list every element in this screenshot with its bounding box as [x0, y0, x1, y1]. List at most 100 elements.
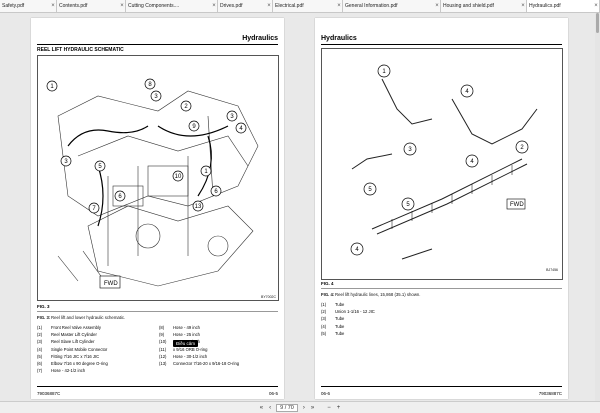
list-item-text: Hose - 49 inch: [173, 325, 200, 330]
list-item-text: Connector 7/16-20 x 9/16-18 O-ring: [173, 361, 240, 366]
pdf-page-right: Hydraulics: [315, 18, 568, 399]
divider: [37, 44, 278, 45]
svg-text:13: 13: [195, 204, 202, 210]
list-item-number: (2): [37, 332, 43, 338]
list-item-number: (6): [37, 361, 43, 366]
svg-text:10: 10: [175, 174, 182, 180]
list-item-number: (4): [321, 323, 327, 329]
divider: [321, 288, 562, 289]
svg-text:4: 4: [239, 126, 243, 132]
page-current: 9: [280, 404, 284, 411]
close-tab-icon[interactable]: ×: [337, 3, 341, 9]
list-item-text: Hose - 25 inch: [173, 332, 200, 338]
list-item-text: Reel Slave Lift Cylinder: [51, 339, 95, 345]
list-item-text: Elbow 7/16 x 90 degree O-ring: [51, 361, 108, 366]
svg-text:3: 3: [154, 94, 158, 100]
figure-code: BJ7456: [546, 268, 558, 272]
last-page-button[interactable]: »: [310, 404, 315, 411]
list-item-number: (1): [321, 302, 327, 307]
page-total: / 70: [284, 404, 294, 411]
svg-text:FWD: FWD: [104, 281, 118, 287]
list-item-number: (5): [321, 330, 327, 336]
pdf-page-left: Hydraulics REEL LIFT HYDRAULIC SCHEMATIC: [31, 18, 284, 399]
fig-desc: Reel lift and lower hydraulic schematic.: [51, 315, 126, 320]
svg-text:3: 3: [230, 114, 234, 120]
footer-doc-number: 79036887C: [538, 391, 562, 396]
close-tab-icon[interactable]: ×: [435, 3, 439, 9]
close-tab-icon[interactable]: ×: [51, 3, 55, 9]
tab-label: Contents.pdf: [59, 3, 88, 9]
next-page-button[interactable]: ›: [302, 404, 305, 411]
close-tab-icon[interactable]: ×: [521, 3, 525, 9]
zoom-in-button[interactable]: +: [336, 404, 341, 411]
list-item-text: Fitting 7/16 JIC x 7/16 JIC: [51, 353, 100, 359]
tab-label: Cutting Components....: [128, 3, 180, 9]
svg-text:2: 2: [520, 145, 524, 151]
list-item-text: Tube: [335, 330, 345, 336]
tab-6[interactable]: General Information.pdf ×: [343, 0, 441, 12]
tab-7[interactable]: Housing and shield.pdf ×: [441, 0, 527, 12]
tab-5[interactable]: Electrical.pdf ×: [273, 0, 343, 12]
list-item-number: (8): [159, 325, 165, 330]
close-tab-icon[interactable]: ×: [594, 3, 598, 9]
svg-text:8: 8: [148, 82, 152, 88]
list-item-number: (5): [37, 353, 43, 359]
svg-text:3: 3: [408, 147, 412, 153]
tab-8[interactable]: Hydraulics.pdf ×: [527, 0, 600, 12]
fig-desc-prefix: FIG. 4:: [321, 292, 335, 297]
figure-label: FIG. 4: [321, 281, 334, 286]
section-title: Hydraulics: [242, 35, 278, 42]
tab-3[interactable]: Cutting Components.... ×: [126, 0, 218, 12]
list-item-text: Tube: [335, 316, 345, 322]
tab-label: Hydraulics.pdf: [529, 3, 561, 9]
list-item-number: (1): [37, 325, 43, 330]
list-item-number: (7): [37, 368, 43, 374]
vertical-scrollbar[interactable]: [595, 13, 600, 402]
tab-label: General Information.pdf: [345, 3, 398, 9]
tab-label: Electrical.pdf: [275, 3, 304, 9]
svg-text:4: 4: [470, 159, 474, 165]
footer-page-number: 06-5: [268, 391, 278, 396]
footer-doc-number: 79036887C: [37, 391, 61, 396]
list-item-text: Tube: [335, 323, 345, 329]
svg-text:4: 4: [465, 89, 469, 95]
page-number-input[interactable]: 9 / 70: [276, 403, 298, 412]
close-tab-icon[interactable]: ×: [267, 3, 271, 9]
list-item-number: (2): [321, 309, 327, 315]
footer-page-number: 06-6: [321, 391, 331, 396]
svg-text:1: 1: [382, 69, 386, 75]
scroll-thumb[interactable]: [596, 13, 599, 33]
tab-2[interactable]: Contents.pdf ×: [57, 0, 126, 12]
list-item-number: (9): [159, 332, 165, 338]
tab-1[interactable]: Safety.pdf×: [0, 0, 57, 12]
svg-text:2: 2: [184, 104, 188, 110]
list-item-text: Tube: [335, 302, 345, 307]
list-item-number: (12): [159, 353, 167, 359]
tab-label: Housing and shield.pdf: [443, 3, 494, 9]
figure-code: BY7002C: [261, 295, 276, 299]
svg-text:3: 3: [64, 159, 68, 165]
svg-text:9: 9: [192, 124, 196, 130]
prev-page-button[interactable]: ‹: [269, 404, 272, 411]
close-tab-icon[interactable]: ×: [120, 3, 124, 9]
svg-text:FWD: FWD: [510, 202, 524, 208]
tab-4[interactable]: Drives.pdf×: [218, 0, 273, 12]
close-tab-icon[interactable]: ×: [212, 3, 216, 9]
figure-caption: REEL LIFT HYDRAULIC SCHEMATIC: [37, 47, 124, 53]
svg-text:5: 5: [98, 164, 102, 170]
list-item-text: Hose - 42-1/2 inch: [51, 368, 86, 374]
svg-text:1: 1: [50, 84, 54, 90]
zoom-out-button[interactable]: −: [327, 404, 331, 411]
list-item-number: (3): [37, 339, 43, 345]
list-item-number: (10): [159, 339, 167, 345]
first-page-button[interactable]: «: [259, 404, 264, 411]
figure-label: FIG. 3: [37, 304, 50, 309]
tooltip: Điều cảm: [173, 340, 199, 347]
list-item-number: (3): [321, 316, 327, 322]
list-item-number: (13): [159, 361, 167, 366]
list-item-text: Union 1-1/16 - 12 JIC: [335, 309, 375, 315]
svg-text:6: 6: [214, 189, 218, 195]
